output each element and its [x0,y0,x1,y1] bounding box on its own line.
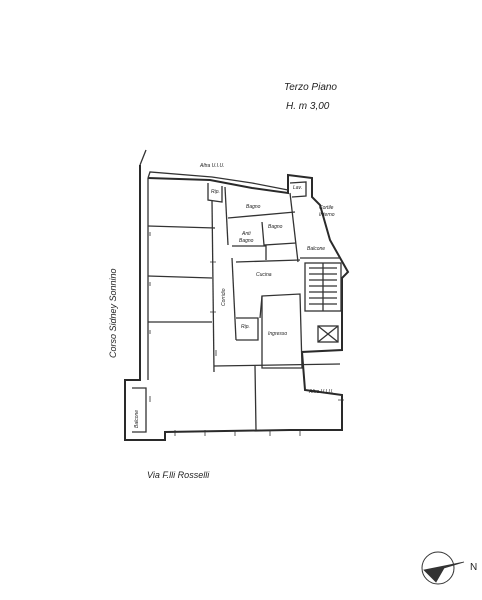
stair-treads [309,263,337,311]
wall-ingresso [261,293,303,369]
balcone-left-inner [132,387,147,433]
room-label-anti-line2: Bagno [239,238,254,244]
wall-anti-bottom [232,245,267,260]
outer-wall [124,165,350,441]
wall-bagno-left [224,186,229,246]
window-ticks [149,232,344,436]
wall-bagno-right [289,192,299,263]
room-label-rip-lower: Rip. [241,324,250,330]
room-label-rip-top: Rip. [211,189,220,195]
wall-rip-lower [236,317,259,341]
wall-rip-top [207,183,223,203]
wall-left-room2 [147,275,213,279]
room-label-balcone-left: Balcone [134,409,140,428]
height-note: H. m 3,00 [286,101,330,112]
room-label-balcone-right: Balcone [307,246,326,252]
room-label-lav: Lav. [293,185,303,191]
room-label-altra-right: Altra U.I.U. [309,389,334,395]
street-label-left: Corso Sidney Sonnino [108,268,118,358]
elevator [317,325,339,343]
wall-left-room1 [147,225,216,229]
floor-title: Terzo Piano [284,82,337,93]
left-stub [139,149,147,166]
room-label-anti-line1: Anti [242,231,251,237]
top-boundary [147,171,289,191]
wall-big-room-mid [254,365,257,431]
wall-corridor-right [259,295,263,319]
wall-big-room-top [213,363,341,367]
room-label-bagno-small: Bagno [268,224,283,230]
room-label-cortile-line1: Cortile [319,205,334,211]
wall-cucina-top [235,259,301,263]
wall-corridor-left [211,199,215,373]
room-label-cortile-line2: Interno [319,212,335,218]
wall-bagno-bottom [227,211,296,219]
wall-small-bagno [261,221,297,246]
compass-north-letter: N [470,562,478,573]
wall-cucina-left [231,257,237,341]
wall-lav [289,181,307,198]
compass-icon [421,551,465,585]
room-label-cucina: Cucina [256,272,272,278]
room-label-corridio: Corridio [221,288,227,306]
elevator-cross [317,325,339,343]
room-label-bagno-main: Bagno [246,204,261,210]
room-label-altra-top: Altra U.I.U. [200,163,225,169]
room-label-ingresso: Ingresso [268,331,288,337]
street-label-bottom: Via F.lli Rosselli [147,470,210,480]
